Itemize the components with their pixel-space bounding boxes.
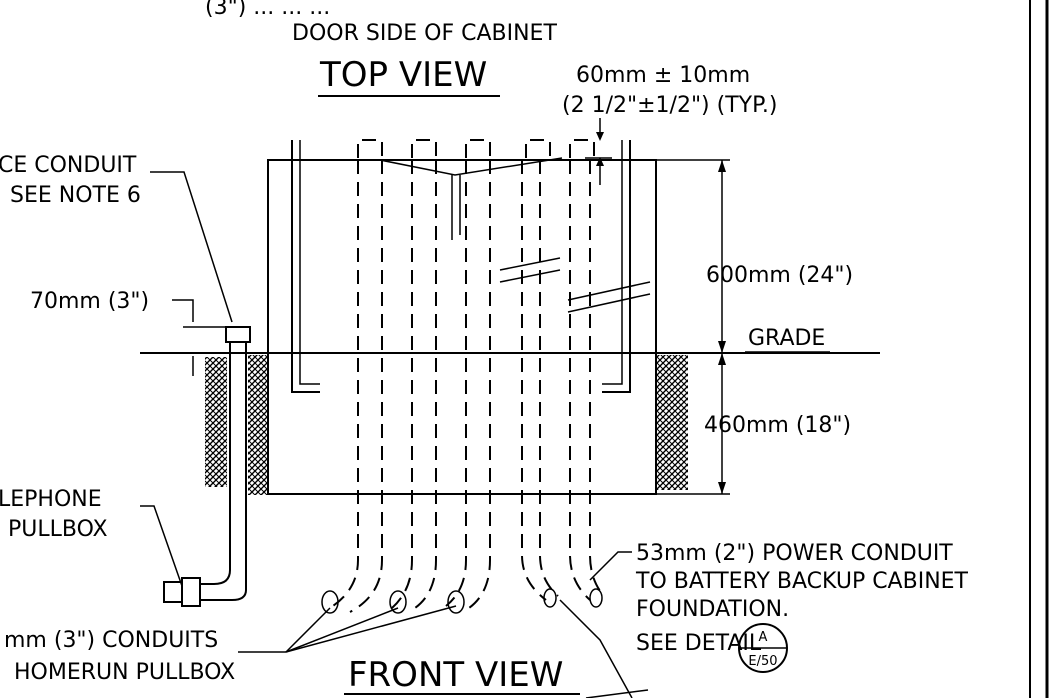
service-conduit-elbow (198, 569, 247, 601)
anchor-bolt-left (291, 140, 320, 393)
service-conduit-label-line1: CE CONDUIT (0, 153, 137, 178)
tolerance-arrow-bottom (596, 157, 604, 166)
power-conduit-label-line3: FOUNDATION. (636, 597, 789, 622)
front-view-title: FRONT VIEW (348, 655, 563, 695)
telephone-label-line2: PULLBOX (8, 517, 108, 542)
service-conduit-coupling (181, 577, 201, 607)
cabinet-foundation-outline (267, 159, 657, 495)
power-conduit-label-line2: TO BATTERY BACKUP CABINET (635, 569, 969, 594)
internal-sag-line (379, 157, 563, 176)
dim-arrow-top (718, 160, 726, 172)
tolerance-label-line2: (2 1/2"±1/2") (TYP.) (562, 93, 778, 118)
dim-70mm-leader (172, 299, 194, 322)
soil-hatch-left-inner (248, 355, 268, 495)
conduits-label-line2: HOMERUN PULLBOX (14, 660, 235, 685)
dim-arrow-grade-down (718, 353, 726, 365)
front-view-leader (585, 689, 649, 698)
anchor-bolt-right (602, 140, 631, 393)
soil-hatch-right (656, 355, 688, 490)
detail-callout-letter: A (759, 630, 768, 645)
anchor-bolt-right-inner (602, 140, 623, 385)
top-view-title: TOP VIEW (319, 55, 487, 95)
tolerance-arrow-top (596, 132, 604, 141)
tolerance-label-line1: 60mm ± 10mm (576, 63, 750, 88)
conduit-stub-tops (357, 139, 595, 158)
internal-diagonal-2 (567, 281, 651, 313)
dim-460mm-label: 460mm (18") (704, 413, 851, 438)
internal-drop-line (451, 175, 461, 240)
conduits-leaders (238, 605, 457, 653)
top-partial-text: (3") ... ... ... (205, 0, 330, 20)
power-conduit-leader (589, 551, 632, 581)
detail-callout-bubble: A E/50 (738, 623, 788, 673)
anchor-bolt-left-inner (299, 140, 320, 385)
lower-right-leader (559, 599, 633, 698)
service-conduit-label-line2: SEE NOTE 6 (10, 183, 141, 208)
telephone-leader (140, 505, 183, 587)
service-conduit-leader (150, 171, 233, 323)
dim-600mm-label: 600mm (24") (706, 263, 853, 288)
dashed-conduits (329, 160, 605, 613)
detail-callout-sheet: E/50 (748, 654, 777, 669)
conduits-label-line1: mm (3") CONDUITS (4, 628, 218, 653)
power-conduit-label-line1: 53mm (2") POWER CONDUIT (636, 541, 953, 566)
door-side-label: DOOR SIDE OF CABINET (292, 21, 557, 46)
dim-arrow-grade-up (718, 341, 726, 353)
internal-diagonal-1 (499, 257, 561, 283)
grade-label: GRADE (748, 326, 825, 351)
service-conduit-end (163, 581, 183, 603)
dim-arrow-bottom (718, 482, 726, 494)
dim-70mm-label: 70mm (3") (30, 289, 149, 314)
power-conduit-label-line4: SEE DETAIL (636, 631, 762, 656)
conduit-ends (321, 588, 603, 614)
telephone-label-line1: LEPHONE (0, 487, 102, 512)
soil-hatch-left-outer (205, 357, 227, 487)
service-conduit-cap (225, 326, 251, 343)
